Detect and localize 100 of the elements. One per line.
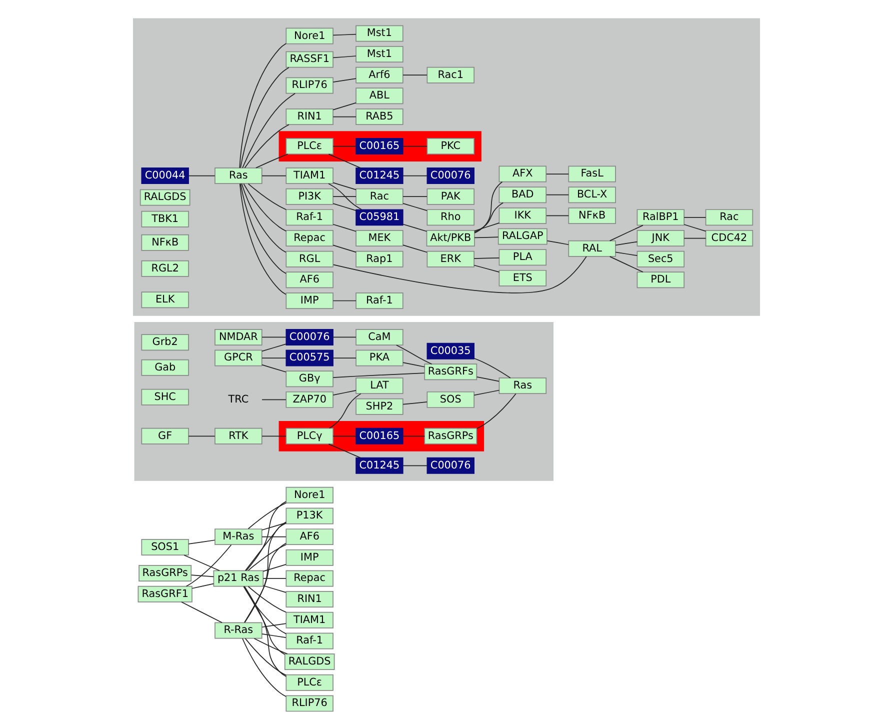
node-box: SOS1	[141, 538, 189, 556]
connector	[244, 586, 286, 655]
cluster	[134, 322, 554, 481]
connector	[474, 390, 500, 396]
node-box: Raf-1	[286, 632, 334, 650]
connector	[474, 264, 500, 272]
connector	[262, 585, 286, 593]
node-box: AF6	[286, 528, 334, 546]
connector	[243, 183, 287, 232]
connector	[241, 183, 286, 253]
node-box: IMP	[286, 549, 334, 566]
node-box: IMP	[286, 292, 334, 309]
node-box: PLA	[498, 249, 547, 266]
connector	[332, 116, 356, 118]
node-box: C00076	[286, 328, 334, 346]
connector	[332, 336, 356, 338]
node-box: ETS	[498, 270, 547, 286]
node-box: C01245	[356, 168, 404, 184]
connector	[240, 67, 290, 168]
node-box: RAL	[568, 240, 616, 257]
connector	[474, 222, 500, 232]
connector	[244, 124, 290, 168]
node-box: Grb2	[141, 334, 189, 351]
node-box: ABL	[356, 88, 404, 104]
node-box: C00165	[356, 138, 404, 155]
node-box: p21 Ras	[213, 570, 264, 587]
connector	[474, 236, 499, 238]
node-box: Repac	[286, 230, 334, 246]
connector	[402, 465, 428, 466]
connector	[402, 244, 428, 253]
connector	[188, 540, 216, 544]
node-box: GBγ	[286, 370, 334, 388]
node-box: RALGDS	[140, 189, 190, 206]
connector	[474, 202, 504, 233]
connector	[262, 364, 286, 372]
node-box: SHP2	[356, 398, 404, 415]
node-box: ZAP70	[286, 391, 334, 408]
connector	[328, 154, 361, 168]
node-box: Rac	[356, 188, 404, 205]
connector	[262, 344, 286, 352]
node-box: NFκB	[141, 234, 189, 251]
node-box: AFX	[498, 166, 547, 182]
connector	[248, 544, 287, 571]
node-box: TIAM1	[286, 168, 334, 184]
node-box: P13K	[286, 508, 334, 524]
connector	[546, 194, 569, 196]
connector	[184, 554, 220, 572]
connector	[332, 300, 356, 302]
node-box: C00165	[356, 428, 404, 444]
node-box: Rac	[705, 209, 754, 226]
node-box: R-Ras	[214, 622, 262, 639]
connector	[262, 436, 286, 437]
node-box: TBK1	[141, 210, 189, 228]
connector	[332, 256, 587, 294]
node-box: RGL	[286, 250, 334, 268]
node-box: Raf-1	[286, 209, 334, 226]
node-box: C01245	[356, 457, 404, 474]
node-box: PLCγ	[286, 428, 334, 444]
connector	[188, 436, 216, 437]
connector	[262, 564, 286, 572]
connector	[328, 444, 361, 458]
node-box: IKK	[498, 207, 547, 224]
node-box: C00076	[426, 457, 474, 474]
connector	[402, 146, 428, 147]
node-box: RIN1	[286, 108, 334, 125]
connector	[328, 183, 362, 210]
node-box: CaM	[356, 328, 404, 346]
connector	[181, 602, 222, 624]
node-box: SOS	[426, 391, 474, 408]
node-box: Rho	[426, 209, 474, 226]
node-box: RasGRPs	[424, 428, 478, 444]
cluster	[278, 131, 482, 162]
connector	[244, 638, 286, 676]
node-box: RasGRPs	[138, 565, 192, 582]
node-box: Ras	[214, 168, 262, 184]
connector	[240, 183, 286, 274]
connector	[242, 92, 296, 168]
connector	[332, 146, 356, 147]
connector	[402, 196, 428, 198]
node-box: RALGDS	[284, 654, 335, 670]
connector	[243, 586, 287, 634]
node-box: NFκB	[568, 207, 616, 224]
node-box: FasL	[568, 166, 616, 182]
node-box: Ras	[498, 378, 547, 394]
node-box: RALGAP	[498, 228, 548, 245]
connector	[244, 586, 287, 677]
connector	[244, 522, 286, 623]
connector	[402, 74, 428, 76]
connector	[262, 634, 286, 638]
node-box: TIAM1	[286, 612, 334, 628]
connector	[476, 376, 500, 382]
connector	[402, 436, 425, 437]
connector	[239, 183, 286, 295]
node-box: ELK	[141, 292, 189, 308]
node-box: Sec5	[636, 250, 685, 268]
node-box: RLIP76	[286, 77, 334, 94]
node-box: Nore1	[286, 486, 334, 504]
connector	[474, 257, 500, 259]
connector	[332, 196, 356, 198]
connector	[474, 358, 511, 378]
